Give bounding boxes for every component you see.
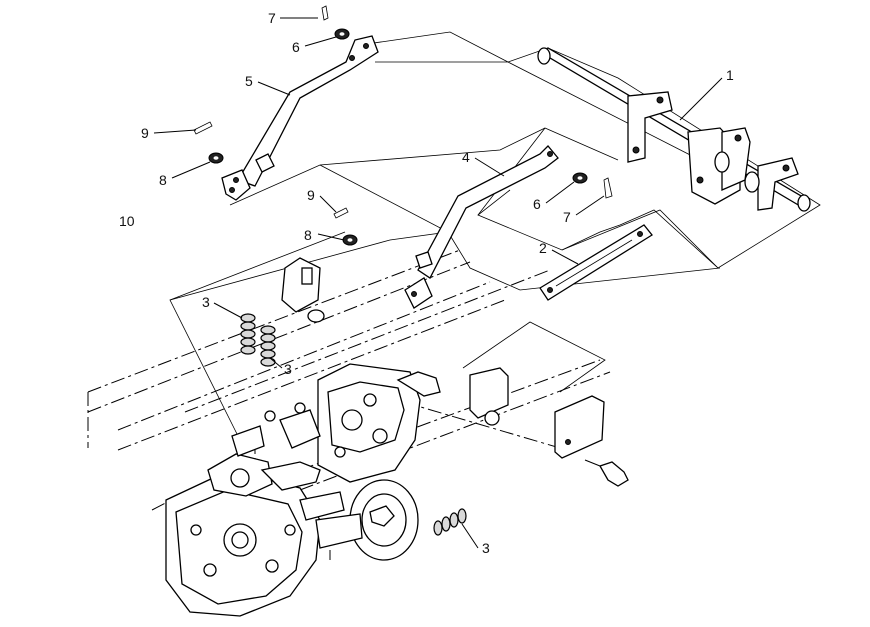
callout-5: 5 bbox=[245, 73, 253, 89]
callout-9-left: 9 bbox=[141, 125, 149, 141]
callout-7-top: 7 bbox=[268, 10, 276, 26]
cross-shaft-part-1 bbox=[537, 47, 811, 212]
callout-10: 10 bbox=[119, 213, 135, 229]
callout-6-right: 6 bbox=[533, 196, 541, 212]
washers-and-pins bbox=[193, 5, 613, 246]
springs-part-3 bbox=[240, 313, 467, 536]
callout-4: 4 bbox=[462, 149, 470, 165]
callout-3-middle: 3 bbox=[284, 361, 292, 377]
plate-part-2 bbox=[539, 224, 653, 301]
callout-3-lower: 3 bbox=[482, 540, 490, 556]
rail-bracket bbox=[281, 257, 325, 323]
spring-upper-right bbox=[260, 325, 276, 367]
side-brackets bbox=[469, 367, 629, 487]
callout-9-center: 9 bbox=[307, 187, 315, 203]
rod-part-5 bbox=[221, 35, 379, 201]
callout-2: 2 bbox=[539, 240, 547, 256]
callout-3-upper: 3 bbox=[202, 294, 210, 310]
callout-8-center: 8 bbox=[304, 227, 312, 243]
callout-6-top: 6 bbox=[292, 39, 300, 55]
callout-1: 1 bbox=[726, 67, 734, 83]
spring-upper-left bbox=[240, 313, 256, 355]
callout-8-left: 8 bbox=[159, 172, 167, 188]
transaxle-assembly bbox=[165, 363, 441, 617]
callout-leaders bbox=[153, 17, 723, 549]
spring-lower bbox=[433, 508, 467, 536]
assembly-outline-lines bbox=[169, 31, 821, 441]
callout-7-right: 7 bbox=[563, 209, 571, 225]
callout-labels: 7 6 5 1 9 8 10 4 6 7 9 8 2 3 3 3 bbox=[119, 10, 734, 556]
rod-part-4 bbox=[404, 145, 559, 309]
